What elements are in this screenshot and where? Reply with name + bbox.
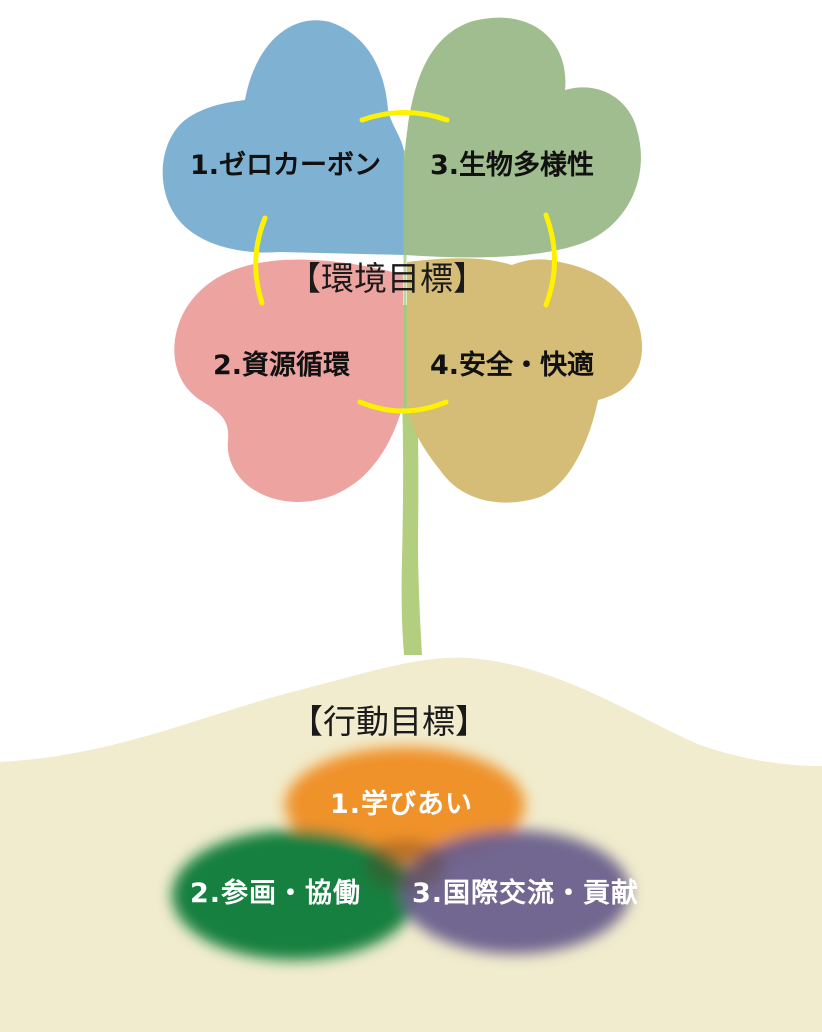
- leaf-safety-comfort: [407, 258, 643, 503]
- ring-arc-right: [543, 212, 557, 308]
- circle-learning: [285, 747, 525, 863]
- environment-title: 【環境目標】: [288, 259, 486, 298]
- action-label-cooperation: 2.参画・協働: [190, 878, 362, 909]
- action-label-learning: 1.学びあい: [330, 789, 474, 820]
- leaf-label-zero-carbon: 1.ゼロカーボン: [190, 150, 382, 181]
- action-title: 【行動目標】: [290, 702, 488, 741]
- circle-international: [400, 830, 630, 954]
- leaf-label-resource-circulation: 2.資源循環: [213, 350, 351, 381]
- circle-cooperation: [172, 830, 416, 960]
- ring-arc-bottom: [357, 399, 449, 414]
- action-circles: [172, 747, 630, 960]
- leaf-label-safety-comfort: 4.安全・快適: [430, 350, 595, 381]
- action-label-international: 3.国際交流・貢献: [412, 878, 640, 909]
- overlap-shade: [365, 840, 445, 890]
- leaf-resource-circulation: [174, 259, 403, 503]
- leaf-zero-carbon: [162, 20, 405, 255]
- ring-arc-left: [253, 215, 268, 306]
- leaf-label-biodiversity: 3.生物多様性: [430, 150, 595, 181]
- environment-ring: [253, 110, 557, 414]
- ring-arc-top: [359, 110, 450, 123]
- leaf-biodiversity: [405, 17, 641, 258]
